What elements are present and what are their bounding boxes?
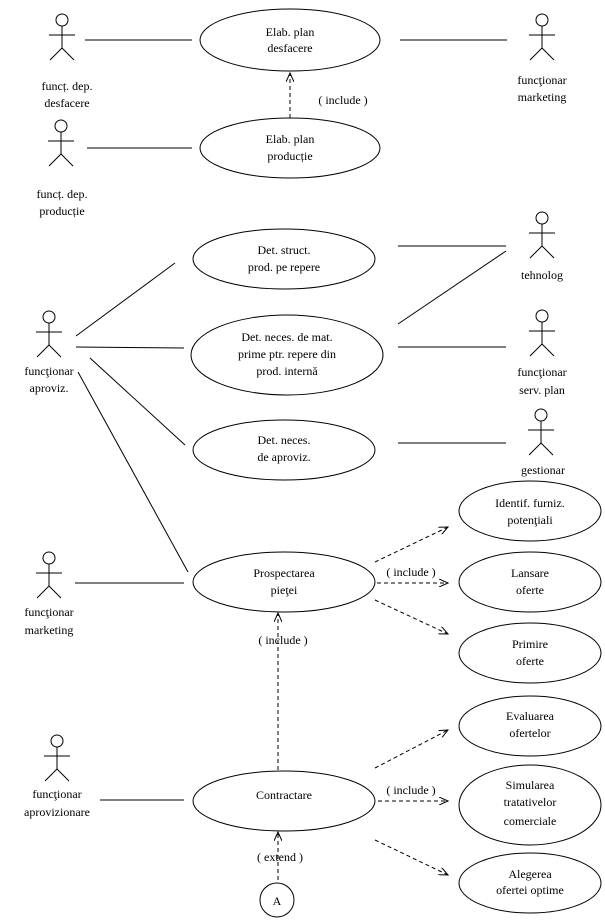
use-case-det-neces-aproviz: Det. neces. de aproviz. bbox=[192, 419, 376, 481]
actor-label: funcț. dep. bbox=[42, 79, 93, 93]
use-case-label: Simularea bbox=[506, 778, 555, 792]
actor-funct-dep-productie bbox=[48, 119, 74, 167]
use-case-label: desfacere bbox=[267, 41, 312, 55]
include-label: ( include ) bbox=[318, 93, 367, 107]
use-case-elab-plan-desfacere: Elab. plan desfacere bbox=[199, 8, 381, 72]
use-case-label: Lansare bbox=[511, 566, 549, 580]
use-case-label: Contractare bbox=[256, 788, 312, 802]
actor-functionar-aproviz bbox=[36, 310, 62, 358]
use-case-elab-plan-productie: Elab. plan producție bbox=[199, 117, 381, 179]
use-case-label: producție bbox=[267, 149, 312, 163]
use-case-lansare-oferte: Lansare oferte bbox=[458, 551, 602, 613]
dependencies bbox=[278, 73, 448, 880]
include-label: ( include ) bbox=[386, 783, 435, 797]
connector-a: A bbox=[259, 882, 295, 918]
use-case-primire-oferte: Primire oferte bbox=[458, 622, 602, 684]
actor-label: serv. plan bbox=[519, 383, 565, 397]
use-case-label: de aproviz. bbox=[257, 450, 310, 464]
actor-label: aprovizionare bbox=[24, 805, 90, 819]
use-case-label: Elab. plan bbox=[266, 25, 315, 39]
include-label: ( include ) bbox=[386, 565, 435, 579]
use-case-label: comerciale bbox=[504, 814, 557, 828]
use-case-prospectarea-pietei: Prospectarea pieţei bbox=[192, 551, 376, 613]
use-case-label: Alegerea bbox=[508, 867, 552, 881]
actor-label: gestionar bbox=[521, 463, 565, 477]
actor-label: producție bbox=[39, 204, 84, 218]
use-case-evaluarea-ofertelor: Evaluarea ofertelor bbox=[458, 695, 602, 757]
actor-label: desfacere bbox=[44, 96, 89, 110]
use-case-label: ofertei optime bbox=[496, 883, 564, 897]
use-case-label: Det. struct. bbox=[258, 243, 311, 257]
use-case-label: Elab. plan bbox=[266, 132, 315, 146]
use-case-label: Det. neces. de mat. bbox=[241, 330, 332, 344]
actor-gestionar bbox=[528, 408, 554, 456]
use-case-alegerea-ofertei: Alegerea ofertei optime bbox=[458, 852, 602, 914]
actor-tehnolog bbox=[529, 211, 555, 259]
actor-label: funcţionar bbox=[32, 787, 81, 801]
use-case-identif-furniz: Identif. furniz. potenţiali bbox=[458, 480, 602, 542]
actor-label: funcţionar bbox=[517, 73, 566, 87]
use-case-label: pieţei bbox=[271, 583, 298, 597]
actor-label: aproviz. bbox=[30, 381, 69, 395]
connector-label: A bbox=[273, 894, 282, 908]
use-case-label: prod. pe repere bbox=[248, 260, 320, 274]
use-case-label: Prospectarea bbox=[253, 566, 315, 580]
use-case-label: ofertelor bbox=[509, 726, 550, 740]
use-case-label: tratativelor bbox=[504, 795, 557, 809]
associations bbox=[75, 39, 507, 801]
include-label: ( include ) bbox=[258, 633, 307, 647]
use-case-simularea-tratativelor: Simularea tratativelor comerciale bbox=[458, 764, 602, 846]
use-case-contractare: Contractare bbox=[192, 770, 376, 832]
use-case-label: oferte bbox=[516, 583, 544, 597]
use-case-label: oferte bbox=[516, 654, 544, 668]
actor-label: tehnolog bbox=[521, 268, 563, 282]
use-case-label: prod. internă bbox=[256, 364, 318, 378]
actor-label: funcţionar bbox=[517, 365, 566, 379]
actor-label: marketing bbox=[25, 623, 74, 637]
actor-label: funcţionar bbox=[24, 364, 73, 378]
use-case-det-neces-mat-prime: Det. neces. de mat. prime ptr. repere di… bbox=[190, 314, 384, 396]
actor-functionar-aprovizionare bbox=[44, 734, 70, 782]
use-case-label: potenţiali bbox=[507, 513, 553, 527]
extend-label: ( extend ) bbox=[257, 850, 303, 864]
actor-functionar-marketing bbox=[36, 551, 62, 599]
actor-label: marketing bbox=[518, 90, 567, 104]
actor-label: funcț. dep. bbox=[37, 187, 88, 201]
use-case-label: Identif. furniz. bbox=[495, 496, 565, 510]
actor-label: funcţionar bbox=[24, 605, 73, 619]
use-case-label: prime ptr. repere din bbox=[238, 347, 336, 361]
use-case-label: Primire bbox=[512, 637, 548, 651]
actor-funct-dep-desfacere bbox=[49, 13, 75, 61]
use-case-label: Det. neces. bbox=[258, 433, 311, 447]
actor-functionar-serv-plan bbox=[529, 309, 555, 357]
use-case-label: Evaluarea bbox=[506, 709, 555, 723]
actor-functionar-marketing-top bbox=[529, 13, 555, 61]
use-case-det-struct: Det. struct. prod. pe repere bbox=[192, 228, 376, 290]
